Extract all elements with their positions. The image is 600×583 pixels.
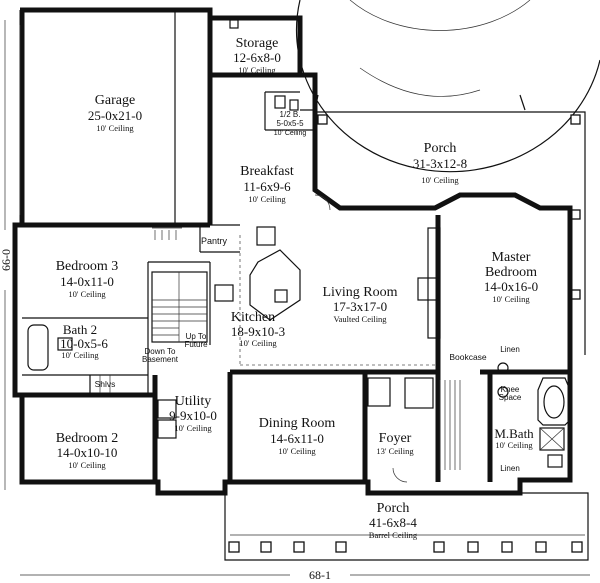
room-utility: Utility 9-9x10-0 10' Ceiling: [169, 394, 217, 433]
linen-bottom-label: Linen: [500, 464, 520, 473]
svg-text:10' Ceiling: 10' Ceiling: [248, 194, 286, 204]
svg-text:18-9x10-3: 18-9x10-3: [231, 324, 285, 339]
svg-text:Bedroom 2: Bedroom 2: [56, 431, 119, 446]
knee-label: Knee: [501, 385, 520, 394]
room-storage: Storage 12-6x8-0 10' Ceiling: [233, 36, 281, 75]
svg-text:Dining Room: Dining Room: [259, 416, 336, 431]
space-label: Space: [499, 393, 522, 402]
room-porch-rear: Porch 31-3x12-8 10' Ceiling: [413, 141, 467, 185]
porch-post: [335, 541, 347, 553]
svg-text:10' Ceiling: 10' Ceiling: [421, 175, 459, 185]
svg-text:14-0x10-10: 14-0x10-10: [57, 445, 118, 460]
svg-text:9-9x10-0: 9-9x10-0: [169, 408, 217, 423]
svg-text:10' Ceiling: 10' Ceiling: [278, 446, 316, 456]
room-living: Living Room 17-3x17-0 Vaulted Ceiling: [322, 285, 397, 324]
room-master: Master Bedroom 14-0x16-0 10' Ceiling: [484, 250, 538, 304]
porch-post: [535, 541, 547, 553]
svg-text:10' Ceiling: 10' Ceiling: [492, 294, 530, 304]
porch-post: [570, 114, 581, 125]
pantry-label: Pantry: [201, 236, 228, 246]
porch-post: [571, 541, 583, 553]
room-dining: Dining Room 14-6x11-0 10' Ceiling: [259, 416, 336, 456]
down-to-label: Down To: [145, 347, 177, 356]
porch-post: [433, 541, 445, 553]
room-foyer: Foyer 13' Ceiling: [376, 431, 414, 456]
svg-text:Bath 2: Bath 2: [63, 322, 97, 337]
svg-text:13' Ceiling: 13' Ceiling: [376, 446, 414, 456]
up-to-label: Up To: [186, 332, 207, 341]
porch-post: [293, 541, 305, 553]
svg-text:10' Ceiling: 10' Ceiling: [174, 423, 212, 433]
room-mbath: M.Bath 10' Ceiling: [494, 426, 534, 450]
svg-text:Porch: Porch: [424, 141, 457, 156]
svg-text:10-0x5-6: 10-0x5-6: [60, 336, 108, 351]
porch-post: [228, 541, 240, 553]
svg-text:Bedroom: Bedroom: [485, 265, 537, 280]
linen-top-label: Linen: [500, 345, 520, 354]
svg-text:10' Ceiling: 10' Ceiling: [68, 289, 106, 299]
svg-text:5-0x5-5: 5-0x5-5: [276, 119, 304, 128]
room-kitchen: Kitchen 18-9x10-3 10' Ceiling: [231, 310, 285, 348]
svg-text:Storage: Storage: [236, 36, 279, 51]
room-bath2: Bath 2 10-0x5-6 10' Ceiling: [60, 322, 108, 360]
svg-text:14-6x11-0: 14-6x11-0: [270, 431, 324, 446]
svg-text:10' Ceiling: 10' Ceiling: [239, 338, 277, 348]
svg-text:Vaulted Ceiling: Vaulted Ceiling: [333, 314, 387, 324]
overall-width-label: 68-1: [309, 568, 331, 582]
svg-text:10' Ceiling: 10' Ceiling: [68, 460, 106, 470]
svg-text:31-3x12-8: 31-3x12-8: [413, 156, 467, 171]
svg-text:12-6x8-0: 12-6x8-0: [233, 50, 281, 65]
room-half-bath: 1/2 B. 5-0x5-5 10' Ceiling: [274, 110, 307, 137]
overall-depth-label: 66-0: [0, 249, 13, 271]
porch-post: [260, 541, 272, 553]
shelves-label: Shlvs: [95, 379, 116, 389]
svg-text:10' Ceiling: 10' Ceiling: [96, 123, 134, 133]
svg-text:Master: Master: [492, 250, 531, 265]
room-porch-front: Porch 41-6x8-4 Barrel Ceiling: [369, 501, 418, 540]
room-bedroom3: Bedroom 3 14-0x11-0 10' Ceiling: [56, 259, 119, 299]
svg-text:Breakfast: Breakfast: [240, 164, 294, 179]
svg-text:1/2 B.: 1/2 B.: [280, 110, 301, 119]
svg-text:10' Ceiling: 10' Ceiling: [61, 350, 99, 360]
room-garage: Garage 25-0x21-0 10' Ceiling: [88, 93, 142, 133]
svg-text:10' Ceiling: 10' Ceiling: [495, 440, 533, 450]
interior-lines: [19, 10, 589, 561]
svg-text:M.Bath: M.Bath: [494, 426, 534, 441]
porch-post: [501, 541, 513, 553]
svg-text:Kitchen: Kitchen: [231, 310, 275, 325]
rear-porch-outline: [315, 111, 586, 355]
svg-text:17-3x17-0: 17-3x17-0: [333, 299, 387, 314]
svg-text:14-0x16-0: 14-0x16-0: [484, 279, 538, 294]
svg-text:25-0x21-0: 25-0x21-0: [88, 108, 142, 123]
svg-text:11-6x9-6: 11-6x9-6: [243, 179, 291, 194]
svg-text:Garage: Garage: [95, 93, 135, 108]
svg-text:Barrel Ceiling: Barrel Ceiling: [369, 530, 418, 540]
svg-text:10' Ceiling: 10' Ceiling: [238, 65, 276, 75]
svg-text:Utility: Utility: [175, 394, 212, 409]
svg-text:Bedroom 3: Bedroom 3: [56, 259, 119, 274]
svg-text:Living Room: Living Room: [322, 285, 397, 300]
svg-text:41-6x8-4: 41-6x8-4: [369, 515, 417, 530]
porch-post: [317, 114, 328, 125]
future-label: Future: [184, 340, 208, 349]
svg-text:Porch: Porch: [377, 501, 410, 516]
basement-label: Basement: [142, 355, 179, 364]
room-bedroom2: Bedroom 2 14-0x10-10 10' Ceiling: [56, 431, 119, 470]
room-breakfast: Breakfast 11-6x9-6 10' Ceiling: [240, 164, 294, 204]
svg-text:10' Ceiling: 10' Ceiling: [274, 130, 307, 137]
bookcase-label: Bookcase: [449, 352, 487, 362]
svg-text:Foyer: Foyer: [379, 431, 412, 446]
svg-text:14-0x11-0: 14-0x11-0: [60, 274, 114, 289]
porch-post: [467, 541, 479, 553]
